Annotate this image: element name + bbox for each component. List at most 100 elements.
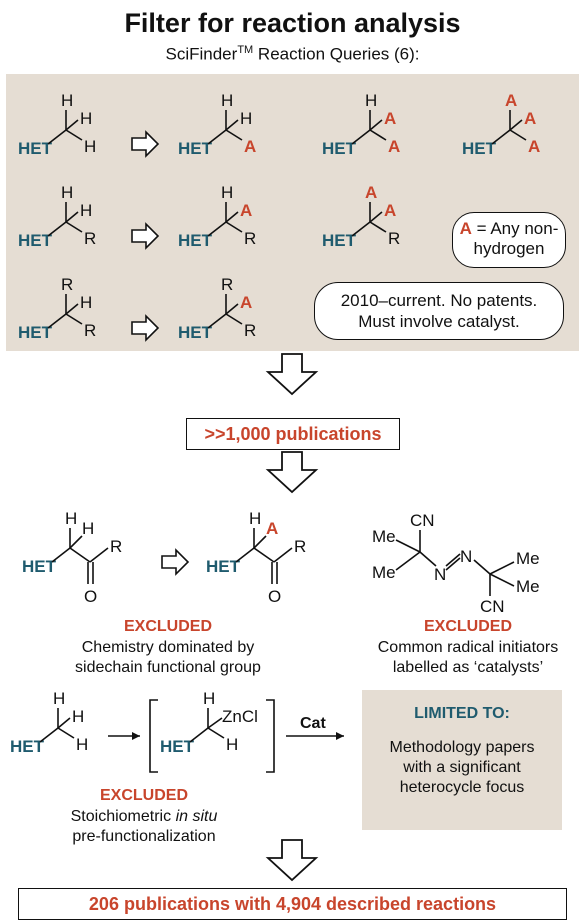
structure-ch3: HET H H H: [18, 91, 96, 158]
svg-text:HET: HET: [178, 231, 213, 250]
svg-text:A: A: [524, 109, 536, 128]
svg-text:H: H: [82, 519, 94, 538]
query-row-2: HET H H R HET H A R HET A A R: [18, 183, 400, 250]
limited-panel: [362, 690, 562, 830]
svg-text:A: A: [240, 293, 252, 312]
filter-arrow-1: [267, 353, 317, 395]
svg-text:H: H: [72, 707, 84, 726]
svg-text:R: R: [244, 321, 256, 340]
svg-text:N: N: [460, 547, 472, 566]
svg-text:ZnCl: ZnCl: [222, 707, 258, 726]
svg-text:R: R: [244, 229, 256, 248]
filter-arrow-2: [267, 451, 317, 493]
svg-text:H: H: [203, 689, 215, 708]
svg-text:A: A: [384, 109, 396, 128]
result-206-publications: 206 publications with 4,904 described re…: [18, 888, 567, 920]
svg-text:H: H: [80, 201, 92, 220]
svg-text:R: R: [221, 275, 233, 294]
arrow-ketone: [161, 549, 189, 575]
structure-car2: HET R A R: [178, 275, 256, 342]
excluded-label-3: EXCLUDED: [100, 787, 188, 804]
svg-text:H: H: [65, 509, 77, 528]
excluded-desc-2a: Common radical initiators: [378, 639, 559, 656]
svg-text:R: R: [294, 537, 306, 556]
structure-ketone-end: HET H A R O: [206, 509, 306, 606]
svg-text:HET: HET: [322, 139, 357, 158]
svg-text:H: H: [80, 293, 92, 312]
query-row-3: HET R H R HET R A R: [18, 275, 256, 342]
structure-ca2r: HET A A R: [322, 183, 400, 250]
svg-text:H: H: [221, 91, 233, 110]
svg-text:HET: HET: [10, 737, 45, 756]
structure-ch2a: HET H H A: [178, 91, 256, 158]
excluded-label-2: EXCLUDED: [424, 618, 512, 635]
excluded-desc-3a: Stoichiometric in situ: [71, 808, 218, 825]
svg-text:H: H: [221, 183, 233, 202]
structure-ch2r: HET H H R: [18, 183, 96, 250]
excluded-desc-2b: labelled as ‘catalysts’: [393, 659, 543, 676]
svg-text:R: R: [388, 229, 400, 248]
svg-text:Me: Me: [516, 549, 540, 568]
filter-arrow-3: [267, 839, 317, 881]
svg-text:R: R: [61, 275, 73, 294]
svg-text:H: H: [80, 109, 92, 128]
svg-text:HET: HET: [178, 323, 213, 342]
svg-text:R: R: [84, 229, 96, 248]
limited-title: LIMITED TO:: [414, 705, 510, 722]
svg-text:HET: HET: [22, 557, 57, 576]
svg-text:H: H: [61, 183, 73, 202]
structure-chr2: HET R H R: [18, 275, 96, 342]
result-1000-publications: >>1,000 publications: [186, 418, 400, 450]
svg-text:A: A: [384, 201, 396, 220]
svg-text:N: N: [434, 565, 446, 584]
structure-ketone-start: HET H H R O: [22, 509, 122, 606]
excluded-desc-1a: Chemistry dominated by: [82, 639, 255, 656]
svg-text:HET: HET: [160, 737, 195, 756]
excluded-ketone: HET H H R O HET: [22, 509, 306, 676]
svg-text:Me: Me: [372, 563, 396, 582]
svg-text:O: O: [268, 587, 281, 606]
svg-text:A: A: [528, 137, 540, 156]
svg-text:HET: HET: [206, 557, 241, 576]
criteria-box: 2010–current. No patents. Must involve c…: [314, 282, 564, 340]
excluded-desc-3b: pre-functionalization: [72, 828, 215, 845]
limited-line-1: Methodology papers: [390, 739, 535, 756]
svg-text:HET: HET: [178, 139, 213, 158]
svg-text:H: H: [365, 91, 377, 110]
svg-text:H: H: [249, 509, 261, 528]
subtitle-tm: TM: [237, 44, 254, 56]
svg-text:A: A: [505, 91, 517, 110]
svg-text:H: H: [240, 109, 252, 128]
limited-line-3: heterocycle focus: [400, 779, 525, 796]
structure-cha2: HET H A A: [322, 91, 400, 158]
svg-text:A: A: [266, 519, 278, 538]
svg-text:A: A: [365, 183, 377, 202]
excluded-label-1: EXCLUDED: [124, 618, 212, 635]
figure-subtitle: SciFinderTM Reaction Queries (6):: [0, 44, 585, 65]
svg-text:R: R: [110, 537, 122, 556]
svg-text:Me: Me: [372, 527, 396, 546]
subtitle-scifinder: SciFinder: [165, 44, 238, 64]
svg-text:HET: HET: [322, 231, 357, 250]
svg-text:H: H: [226, 735, 238, 754]
structure-zinc-start: HET H H H: [10, 689, 88, 756]
svg-text:HET: HET: [18, 323, 53, 342]
svg-text:Me: Me: [516, 577, 540, 596]
svg-text:A: A: [240, 201, 252, 220]
excluded-aibn: CN Me Me N N Me Me CN EXCLUDED Common ra…: [372, 511, 558, 676]
structure-zinc-intermediate: HET H ZnCl H: [160, 689, 258, 756]
excluded-desc-1b: sidechain functional group: [75, 659, 261, 676]
svg-text:A: A: [388, 137, 400, 156]
svg-text:HET: HET: [18, 139, 53, 158]
svg-text:H: H: [76, 735, 88, 754]
svg-text:A: A: [244, 137, 256, 156]
limited-line-2: with a significant: [402, 759, 521, 776]
structure-ca3: HET A A A: [462, 91, 540, 158]
catalyst-label: Cat: [300, 715, 326, 732]
structure-char: HET H A R: [178, 183, 256, 250]
subtitle-rest: Reaction Queries (6):: [253, 44, 420, 64]
svg-text:O: O: [84, 587, 97, 606]
svg-text:H: H: [53, 689, 65, 708]
svg-text:R: R: [84, 321, 96, 340]
